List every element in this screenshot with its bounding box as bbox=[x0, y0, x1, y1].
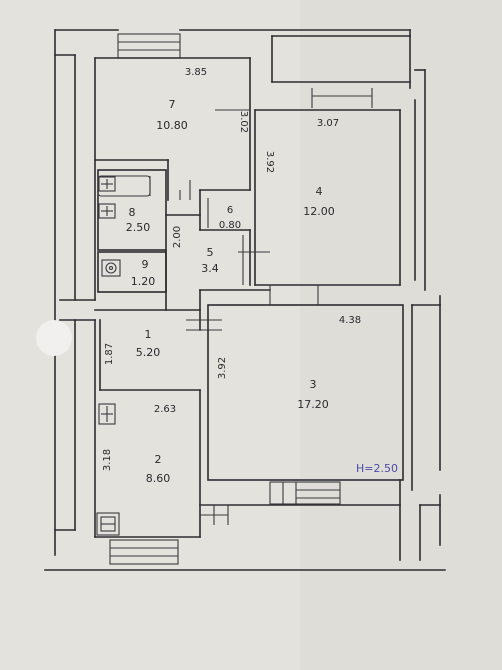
dim-3-07: 3.07 bbox=[317, 118, 339, 129]
room-7-walls bbox=[94, 57, 251, 201]
room-8-area: 2.50 bbox=[126, 221, 151, 234]
dimension-labels: 3.85 3.02 3.07 3.92 2.00 4.38 1.87 3.92 … bbox=[102, 67, 361, 471]
room-4-area: 12.00 bbox=[303, 205, 335, 218]
dim-3-02: 3.02 bbox=[238, 111, 249, 133]
plumbing-symbols bbox=[96, 176, 121, 536]
room-6-area: 0.80 bbox=[219, 220, 241, 231]
ceiling-height-note: H=2.50 bbox=[356, 462, 398, 475]
room-7-area: 10.80 bbox=[156, 119, 188, 132]
dim-4-38: 4.38 bbox=[339, 315, 361, 326]
dim-3-18: 3.18 bbox=[102, 449, 113, 471]
room-4-walls bbox=[254, 109, 401, 286]
room-7-number: 7 bbox=[169, 98, 176, 111]
room-3-walls bbox=[199, 285, 404, 561]
room-2-walls bbox=[94, 389, 201, 538]
room-4-number: 4 bbox=[316, 185, 323, 198]
dim-2-63: 2.63 bbox=[154, 404, 176, 415]
dim-3-85: 3.85 bbox=[185, 67, 207, 78]
room-5-number: 5 bbox=[207, 246, 214, 259]
room-3-area: 17.20 bbox=[297, 398, 329, 411]
window-bottom-right bbox=[269, 481, 341, 505]
dim-1-87: 1.87 bbox=[104, 343, 115, 365]
right-walls bbox=[411, 295, 441, 561]
page-marker-dot bbox=[36, 320, 72, 356]
outer-walls bbox=[44, 29, 446, 571]
room-2-number: 2 bbox=[155, 453, 162, 466]
room-1-area: 5.20 bbox=[136, 346, 161, 359]
room-3-number: 3 bbox=[310, 378, 317, 391]
room-9-area: 1.20 bbox=[131, 275, 156, 288]
room-1-number: 1 bbox=[145, 328, 152, 341]
room-2-area: 8.60 bbox=[146, 472, 171, 485]
room-6-number: 6 bbox=[227, 205, 233, 216]
dim-3-92-top: 3.92 bbox=[264, 151, 275, 173]
room-1-walls bbox=[94, 309, 222, 391]
room-9-number: 9 bbox=[142, 258, 149, 271]
dim-3-92-mid: 3.92 bbox=[217, 357, 228, 379]
paper-shadow bbox=[300, 0, 502, 670]
balcony bbox=[271, 35, 426, 291]
dim-2-00: 2.00 bbox=[172, 226, 183, 248]
room-labels: 7 10.80 4 12.00 8 2.50 6 0.80 5 3.4 9 1.… bbox=[126, 98, 335, 485]
window-bottom-left bbox=[109, 539, 179, 565]
room-8-number: 8 bbox=[129, 206, 136, 219]
corridor-walls bbox=[165, 229, 271, 331]
room-5-area: 3.4 bbox=[201, 262, 219, 275]
